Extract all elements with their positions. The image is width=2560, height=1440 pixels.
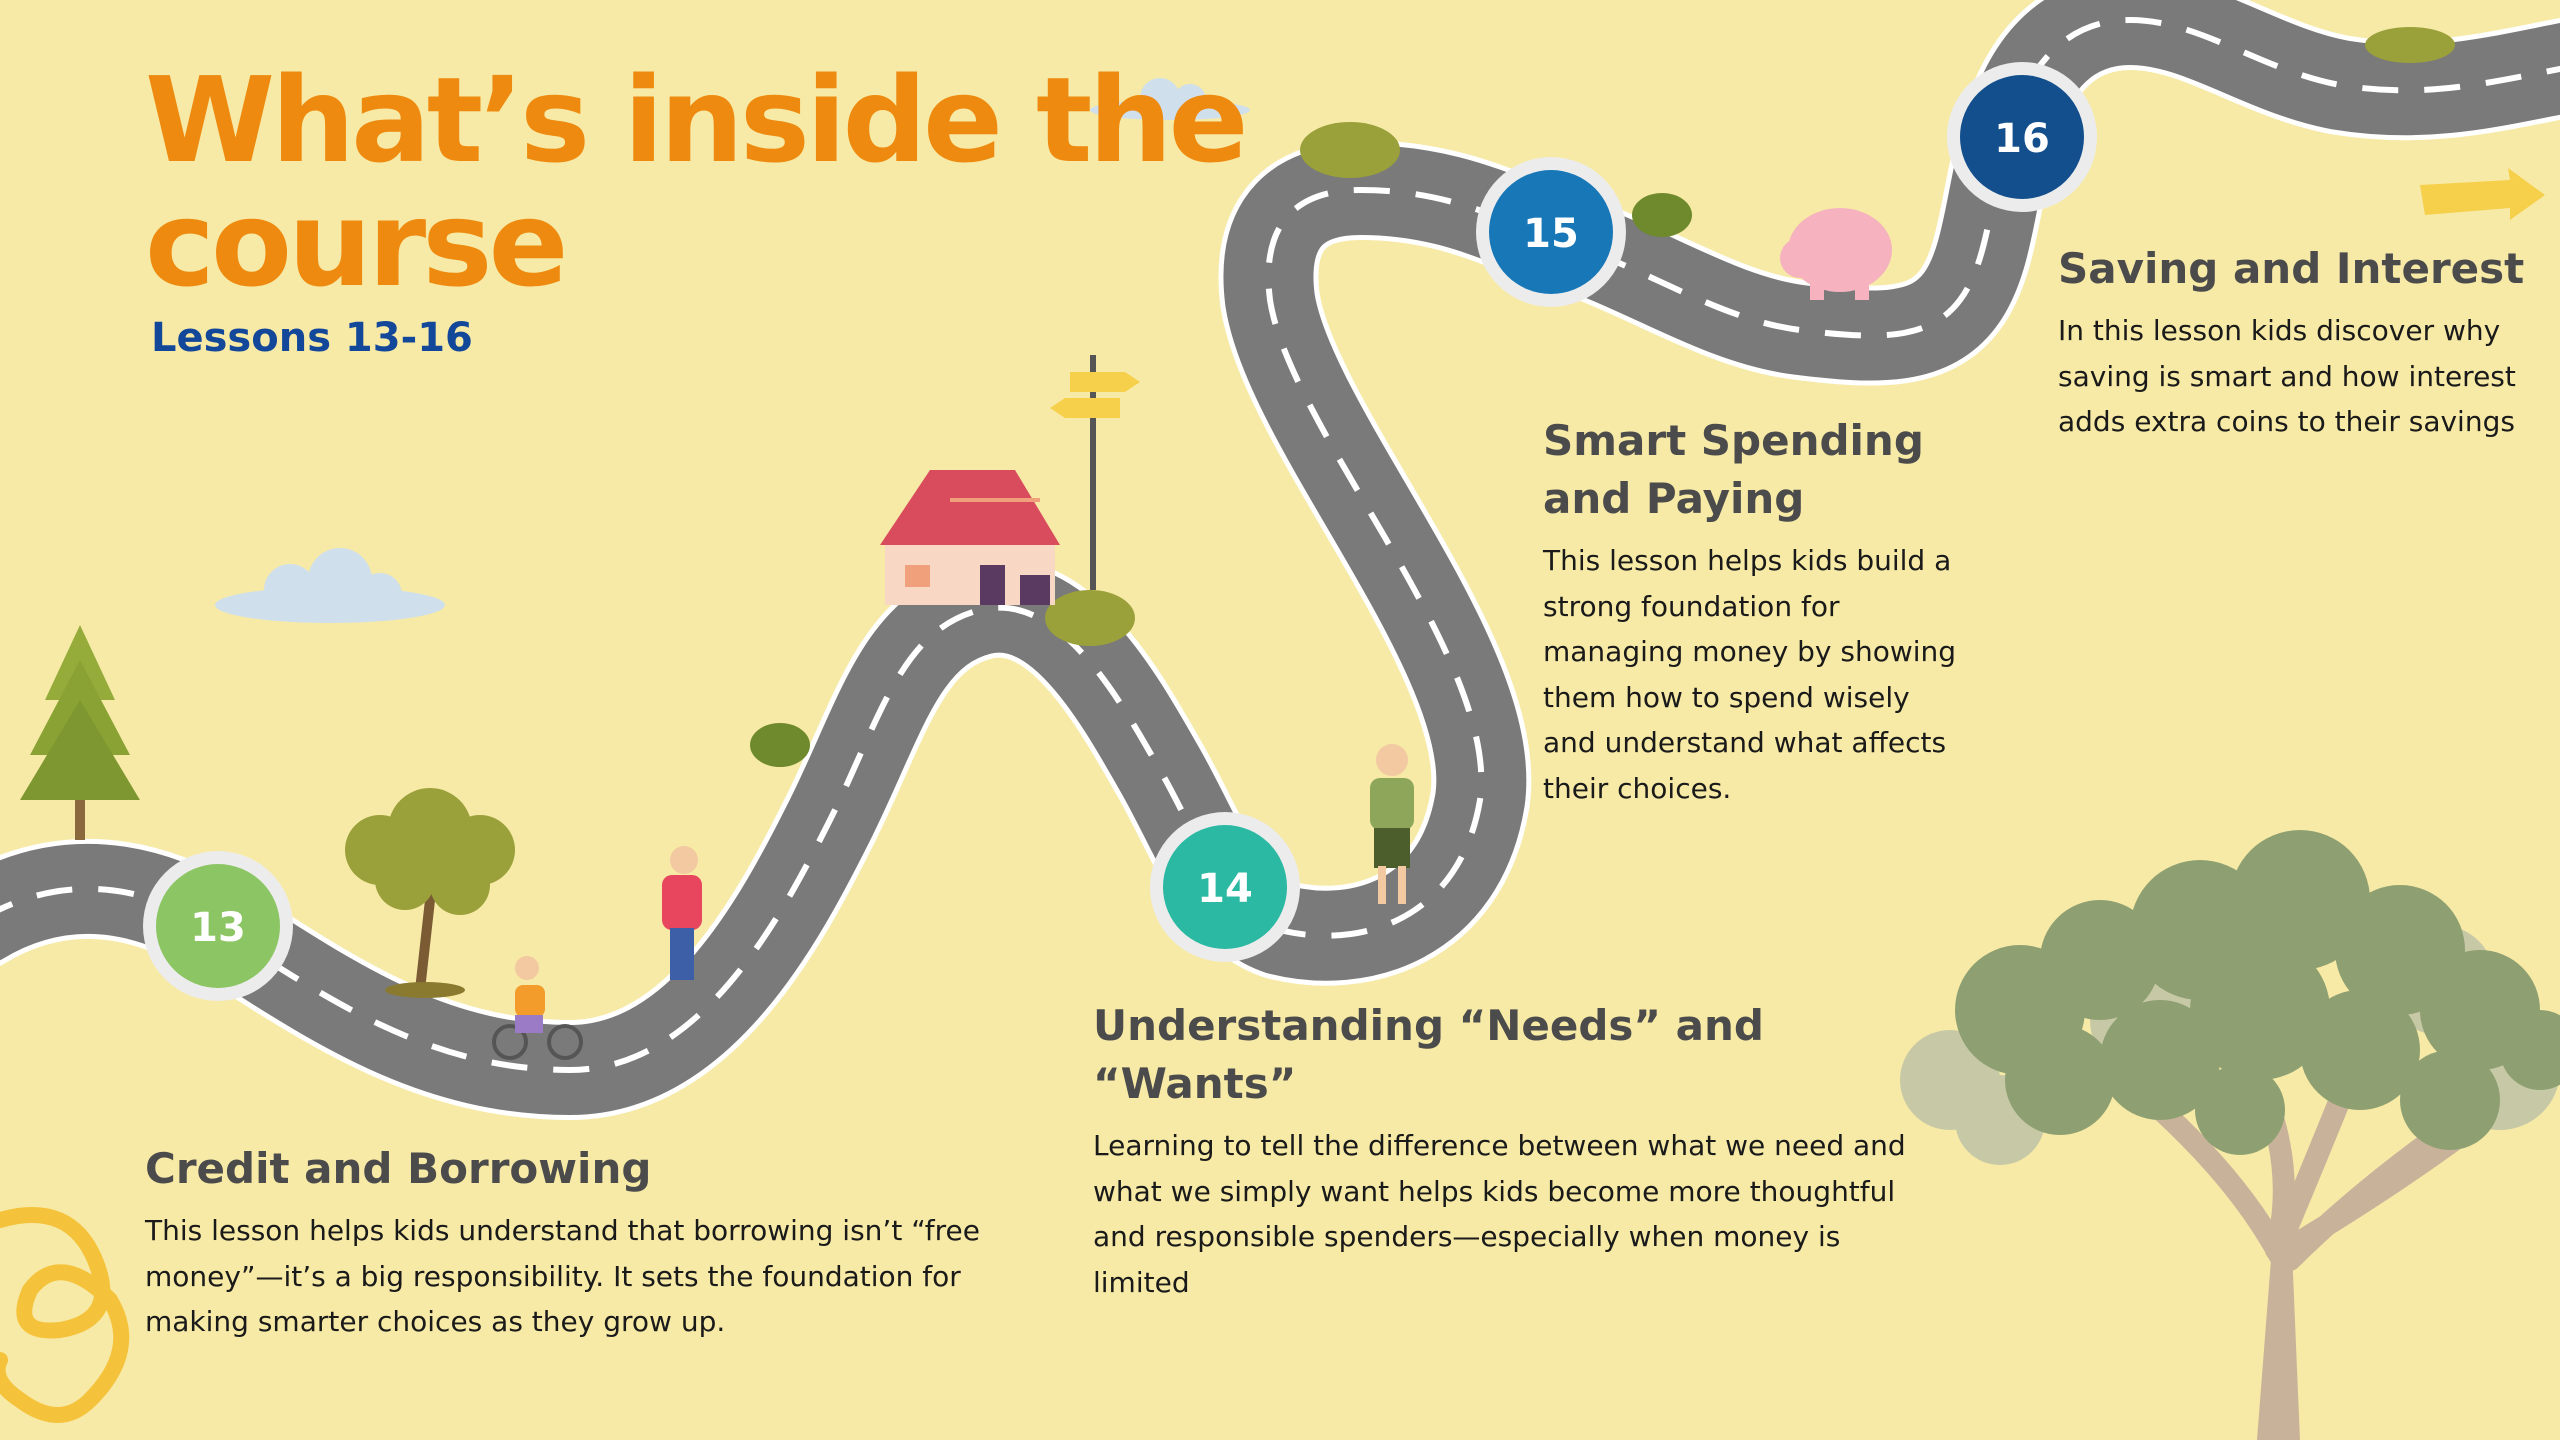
marker-13-label: 13 [190, 905, 246, 951]
arrow-icon [2420, 168, 2545, 220]
marker-16-label: 16 [1994, 116, 2050, 162]
house-icon [880, 470, 1060, 605]
bush-tree-icon [750, 193, 1692, 767]
page-title-line2: course [145, 175, 568, 313]
pine-tree-icon [20, 625, 140, 840]
marker-13: 13 [143, 851, 293, 1001]
lesson-14: Understanding “Needs” and “Wants” Learni… [1093, 997, 1913, 1305]
cloud-icon [215, 548, 445, 623]
scribble-icon [0, 1207, 130, 1423]
marker-16: 16 [1947, 62, 2097, 212]
girl-icon [662, 846, 702, 980]
page-title: What’s inside the course [145, 51, 1248, 313]
page-subtitle: Lessons 13-16 [151, 315, 473, 361]
child-on-bike-icon [492, 956, 583, 1060]
marker-14: 14 [1150, 812, 1300, 962]
marker-15: 15 [1476, 157, 1626, 307]
lesson-16-description: In this lesson kids discover why saving … [2058, 314, 2516, 438]
bush-tree-icon [1045, 27, 2455, 646]
lesson-15: Smart Spending and Paying This lesson he… [1543, 412, 1963, 811]
lesson-14-title: Understanding “Needs” and “Wants” [1093, 1001, 1764, 1108]
lesson-14-description: Learning to tell the difference between … [1093, 1129, 1906, 1299]
lesson-15-title: Smart Spending and Paying [1543, 416, 1924, 523]
acacia-tree-icon [1900, 830, 2560, 1440]
lesson-13-title: Credit and Borrowing [145, 1144, 652, 1193]
piggy-bank-icon [1780, 208, 1892, 300]
lesson-13: Credit and Borrowing This lesson helps k… [145, 1140, 1025, 1345]
lesson-16: Saving and Interest In this lesson kids … [2058, 240, 2528, 445]
lesson-15-description: This lesson helps kids build a strong fo… [1543, 544, 1957, 805]
lesson-13-description: This lesson helps kids understand that b… [145, 1214, 980, 1338]
marker-15-label: 15 [1523, 211, 1579, 257]
boy-icon [1370, 744, 1414, 904]
cloud-icon [1090, 78, 1250, 120]
page-title-line1: What’s inside the [145, 51, 1248, 189]
marker-14-label: 14 [1197, 866, 1253, 912]
bush-tree-icon [345, 788, 515, 998]
lesson-16-title: Saving and Interest [2058, 244, 2525, 293]
signpost-icon [1050, 355, 1140, 590]
